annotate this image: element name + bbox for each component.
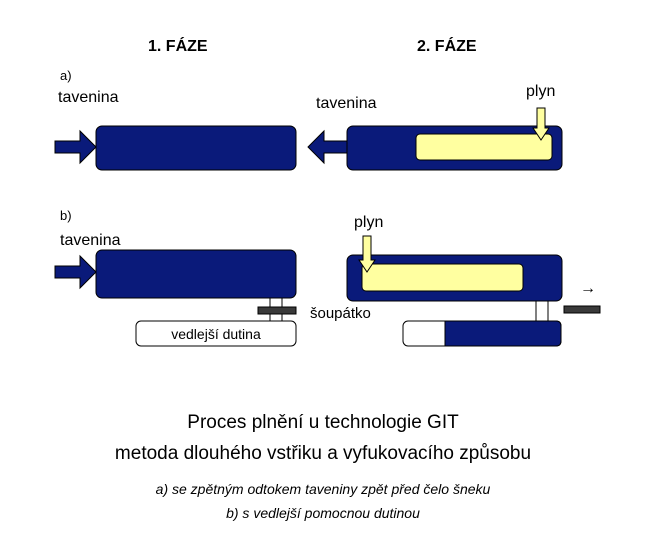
- side-cavity-melt-fill-b2: [444, 320, 562, 347]
- gas-label-a2: plyn: [526, 83, 556, 100]
- slider-label: šoupátko: [310, 305, 371, 322]
- gas-bubble-b2: [361, 263, 524, 292]
- side-cavity-b1: [135, 320, 297, 347]
- gas-bubble-a2: [415, 133, 553, 161]
- melt-backflow-arrow-a2: [307, 129, 348, 165]
- melt-inflow-arrow-b1: [54, 254, 97, 290]
- phase-1-heading: 1. FÁZE: [148, 38, 208, 55]
- melt-label-a2: tavenina: [316, 95, 377, 112]
- mold-cavity-a1: [95, 125, 297, 171]
- side-cavity-label: vedlejší dutina: [171, 326, 261, 342]
- gas-inlet-arrow-a2: [532, 107, 550, 141]
- gas-inlet-arrow-b2: [358, 235, 376, 273]
- row-a-label: a): [60, 68, 72, 83]
- caption-title: Proces plnění u technologie GIT: [187, 412, 459, 433]
- row-b-label: b): [60, 208, 72, 223]
- caption-note-b: b) s vedlejší pomocnou dutinou: [226, 505, 420, 521]
- slider-motion-arrow: →: [580, 280, 596, 297]
- mold-cavity-b1: [95, 249, 297, 299]
- caption-subtitle: metoda dlouhého vstřiku a vyfukovacího z…: [114, 443, 532, 464]
- slider-b1: [257, 306, 297, 315]
- melt-inflow-arrow-a1: [54, 129, 97, 165]
- slider-b2-shifted: [563, 305, 601, 314]
- caption-note-a: a) se zpětným odtokem taveniny zpět před…: [155, 481, 491, 497]
- gas-label-b2: plyn: [354, 214, 384, 231]
- caption-panel: [60, 395, 560, 545]
- melt-label-b1: tavenina: [60, 232, 121, 249]
- phase-2-heading: 2. FÁZE: [417, 38, 477, 55]
- melt-label-a1: tavenina: [58, 89, 119, 106]
